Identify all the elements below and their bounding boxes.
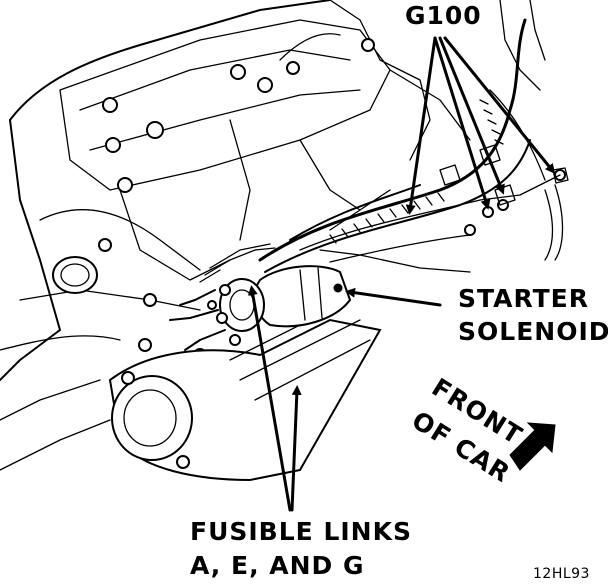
- fusible-leaders: [247, 285, 302, 512]
- g100-leaders: [405, 36, 556, 215]
- label-g100: G100: [405, 1, 482, 30]
- label-fusible-links: FUSIBLE LINKS: [190, 517, 412, 546]
- starter-solenoid: [169, 243, 352, 351]
- label-solenoid: SOLENOID: [458, 317, 608, 346]
- block-port: [52, 256, 98, 294]
- solenoid-leader: [345, 287, 442, 307]
- figure-code: 12HL93: [533, 566, 590, 582]
- engine-block: [0, 0, 471, 471]
- label-fusible-abc: A, E, AND G: [190, 551, 365, 580]
- label-starter: STARTER: [458, 284, 589, 313]
- starter-motor: [108, 299, 382, 482]
- arrow-down-right-icon: [509, 422, 556, 471]
- wiring-harness: [258, 0, 564, 273]
- ground-terminals: [439, 144, 569, 206]
